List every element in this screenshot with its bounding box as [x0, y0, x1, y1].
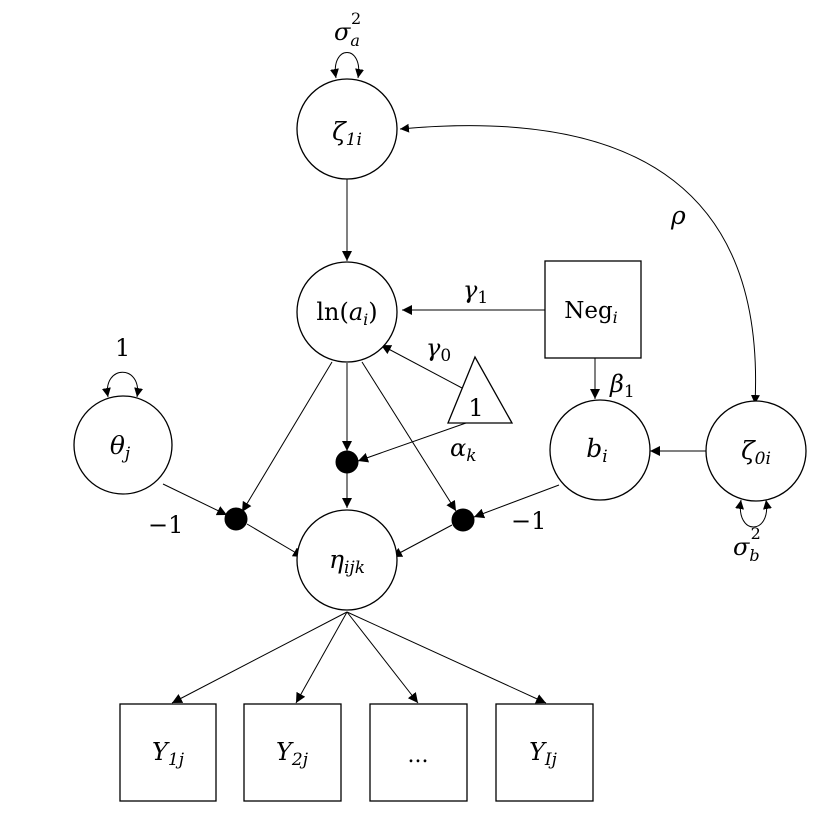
sigma-a-label: σa2: [334, 9, 361, 50]
theta-label: θj: [110, 431, 131, 464]
ln-a-node[interactable]: [296, 261, 398, 363]
ln-a-label: ln(ai): [316, 298, 377, 329]
neg-label: Negi: [564, 298, 618, 327]
yI-node[interactable]: [495, 703, 594, 802]
y2-node[interactable]: [243, 703, 342, 802]
edge-eta-y2: [295, 611, 348, 704]
nodes: [73, 78, 807, 802]
edges: [101, 52, 772, 704]
self-loop-zeta1: [330, 52, 364, 79]
gamma0-label: γ0: [426, 334, 451, 366]
theta-variance-label: 1: [115, 334, 130, 362]
y1-node[interactable]: [119, 703, 217, 802]
y2-label: Y2j: [276, 738, 309, 770]
zeta0-label: ζ0i: [741, 436, 771, 469]
constant-label: 1: [468, 394, 483, 422]
edge-b-dot-right: [473, 484, 560, 519]
node-labels: ζ1i ln(ai) Negi 1 θj bi ζ0i ηijk Y1j Y2j…: [110, 117, 771, 770]
neg-node[interactable]: [544, 260, 642, 359]
y1-label: Y1j: [152, 738, 185, 770]
sigma-b-label: σb2: [733, 524, 761, 565]
b-node[interactable]: [549, 399, 651, 501]
edge-eta-y1: [171, 611, 348, 704]
constant-triangle-node[interactable]: [447, 355, 514, 424]
product-dot-left: [224, 507, 248, 531]
product-dot-middle: [335, 450, 359, 474]
eta-node[interactable]: [296, 509, 398, 611]
edge-ln-a-dot-right: [361, 361, 457, 512]
gamma1-label: γ1: [463, 276, 488, 308]
minus-one-theta-label: −1: [148, 511, 183, 539]
edge-dot-right-eta: [391, 524, 453, 558]
alpha-k-label: αk: [450, 434, 477, 466]
edge-theta-dot-left: [162, 483, 228, 516]
eta-label: ηijk: [329, 545, 365, 578]
minus-one-b-label: −1: [511, 507, 546, 535]
edge-labels: σa2 1 ρ γ1 γ0 β1 αk −1 −1 σb2: [115, 9, 761, 565]
b-label: bi: [586, 434, 607, 467]
theta-node[interactable]: [73, 395, 173, 495]
edge-dot-left-eta: [246, 523, 304, 558]
edge-zeta1-zeta0-covariance: [399, 123, 760, 405]
ydots-node[interactable]: [369, 703, 468, 802]
product-dot-right: [451, 508, 475, 532]
zeta1-label: ζ1i: [332, 117, 362, 150]
yI-label: YIj: [529, 738, 558, 770]
rho-label: ρ: [670, 201, 686, 230]
zeta1-node[interactable]: [296, 78, 398, 180]
beta1-label: β1: [609, 370, 635, 402]
edge-ln-a-dot-left: [241, 361, 333, 513]
edge-triangle-ln-a: [380, 344, 463, 389]
self-loop-theta: [101, 371, 144, 398]
edge-eta-yI: [346, 611, 547, 704]
ydots-label: ...: [408, 743, 429, 768]
self-loop-zeta0: [735, 499, 772, 528]
edge-eta-ydots: [346, 611, 419, 704]
zeta0-node[interactable]: [705, 400, 807, 502]
